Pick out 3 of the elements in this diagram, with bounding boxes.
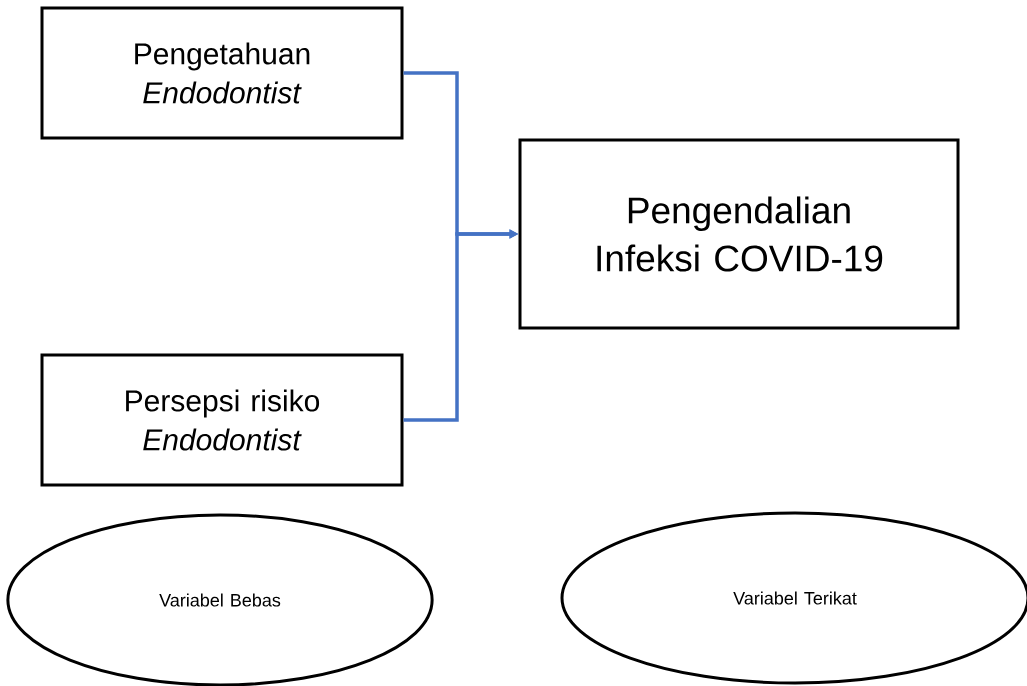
variable-box: Pengetahuan Endodontist [40,6,404,140]
variable-box: Persepsi risiko Endodontist [40,353,404,487]
variable-box: Pengendalian Infeksi COVID-19 [518,138,960,330]
